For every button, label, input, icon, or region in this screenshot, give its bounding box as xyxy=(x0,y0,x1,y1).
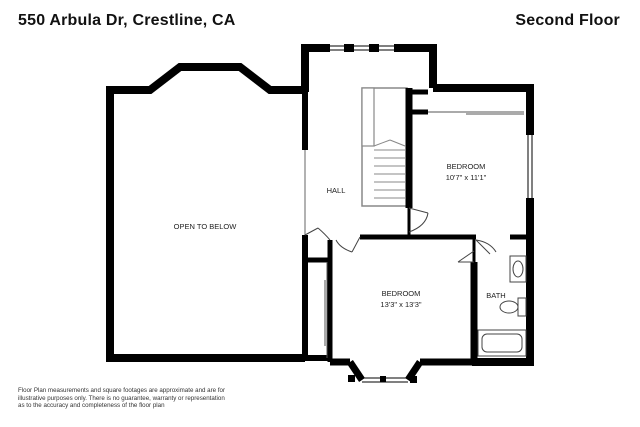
bath-sink xyxy=(509,255,527,283)
hall-tower-windows xyxy=(330,45,394,51)
bath-label: BATH xyxy=(486,291,505,300)
right-wing-walls xyxy=(433,84,534,366)
bath-toilet xyxy=(499,297,527,317)
bath-door xyxy=(457,239,497,263)
closet-doors xyxy=(428,111,524,115)
address-title: 550 Arbula Dr, Crestline, CA xyxy=(18,12,236,29)
bedroom-2-label: BEDROOM xyxy=(382,289,421,298)
hall-lower-walls xyxy=(305,234,409,362)
bedroom-1-walls xyxy=(405,88,530,240)
disclaimer: Floor Plan measurements and square foota… xyxy=(18,387,348,410)
bedroom-2-walls xyxy=(330,262,478,382)
floor-name-title: Second Floor xyxy=(515,12,620,29)
hall-label: HALL xyxy=(327,186,346,195)
hall-tower-walls xyxy=(301,44,437,92)
bedroom-1-door xyxy=(408,207,429,233)
disclaimer-line: illustrative purposes only. There is no … xyxy=(18,394,225,402)
bath-tub xyxy=(477,329,527,357)
staircase xyxy=(361,87,408,207)
open-to-below-label: OPEN TO BELOW xyxy=(174,222,238,231)
hall-doors xyxy=(304,227,361,253)
disclaimer-line: as to the accuracy and completeness of t… xyxy=(18,402,165,410)
bedroom-1-dimensions: 10'7" x 11'1" xyxy=(446,173,487,182)
open-to-below-walls xyxy=(106,63,305,362)
bedroom-1-label: BEDROOM xyxy=(447,162,486,171)
bedroom-2-dimensions: 13'3" x 13'3" xyxy=(380,300,421,309)
disclaimer-line: Floor Plan measurements and square foota… xyxy=(18,387,226,394)
bay-window-posts xyxy=(348,375,417,383)
bedroom-window-right xyxy=(527,135,533,198)
bedroom-2-closet-doors xyxy=(324,262,328,358)
